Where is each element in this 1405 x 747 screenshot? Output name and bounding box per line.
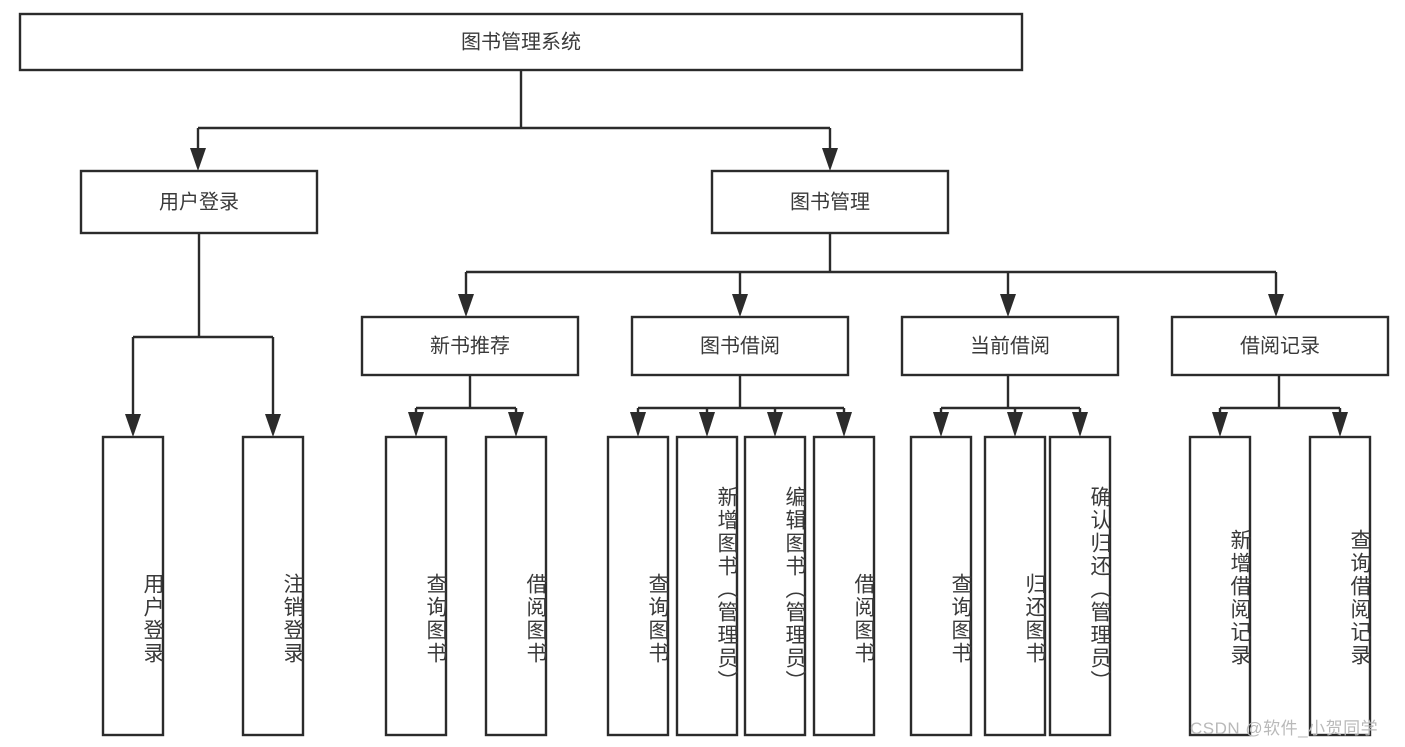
arrow-cb-to-leaf1 (933, 412, 949, 437)
leaf-box-query-book-3[interactable] (909, 435, 973, 737)
arrow-bm-to-book-borrow (732, 294, 748, 317)
arrow-ul-to-leaf2 (265, 414, 281, 437)
node-new-book-recommend-label: 新书推荐 (430, 334, 510, 357)
leaf-box-logout[interactable] (241, 435, 305, 737)
arrow-ul-to-leaf1 (125, 414, 141, 437)
node-current-borrow-box[interactable] (900, 315, 1120, 377)
node-book-management-label: 图书管理 (790, 190, 870, 213)
node-book-borrow-label: 图书借阅 (700, 334, 780, 357)
arrow-nb-to-leaf1 (408, 412, 424, 437)
arrow-bb-to-leaf4 (836, 412, 852, 437)
arrow-bm-to-new-book (458, 294, 474, 317)
leaf-box-borrow-book-1[interactable] (484, 435, 548, 737)
arrow-br-to-leaf1 (1212, 412, 1228, 437)
leaf-box-borrow-book-2[interactable] (812, 435, 876, 737)
leaf-box-query-book-1[interactable] (384, 435, 448, 737)
node-root-box[interactable] (18, 12, 1024, 72)
leaf-box-return-book[interactable] (983, 435, 1047, 737)
node-root-label: 图书管理系统 (461, 30, 581, 53)
arrow-cb-to-leaf3 (1072, 412, 1088, 437)
node-current-borrow-label: 当前借阅 (970, 334, 1050, 357)
node-user-login-label: 用户登录 (159, 190, 239, 213)
leaf-box-add-borrow-record[interactable] (1188, 435, 1252, 737)
node-borrow-records-label: 借阅记录 (1240, 334, 1320, 357)
arrow-bb-to-leaf1 (630, 412, 646, 437)
leaf-box-edit-book-admin[interactable] (743, 435, 807, 737)
arrow-br-to-leaf2 (1332, 412, 1348, 437)
arrow-root-to-book-mgmt (822, 148, 838, 171)
arrow-bb-to-leaf3 (767, 412, 783, 437)
arrow-bb-to-leaf2 (699, 412, 715, 437)
leaf-box-query-borrow-record[interactable] (1308, 435, 1372, 737)
arrow-nb-to-leaf2 (508, 412, 524, 437)
leaf-box-query-book-2[interactable] (606, 435, 670, 737)
arrow-cb-to-leaf2 (1007, 412, 1023, 437)
arrow-bm-to-current-borrow (1000, 294, 1016, 317)
watermark-text: CSDN @软件_小贺同学 (1190, 719, 1379, 738)
node-user-login-box[interactable] (79, 169, 319, 235)
node-new-book-recommend-box[interactable] (360, 315, 580, 377)
leaf-box-add-book-admin[interactable] (675, 435, 739, 737)
arrow-root-to-user-login (190, 148, 206, 171)
arrow-bm-to-borrow-records (1268, 294, 1284, 317)
leaf-box-user-login[interactable] (101, 435, 165, 737)
leaf-box-confirm-return-admin[interactable] (1048, 435, 1112, 737)
